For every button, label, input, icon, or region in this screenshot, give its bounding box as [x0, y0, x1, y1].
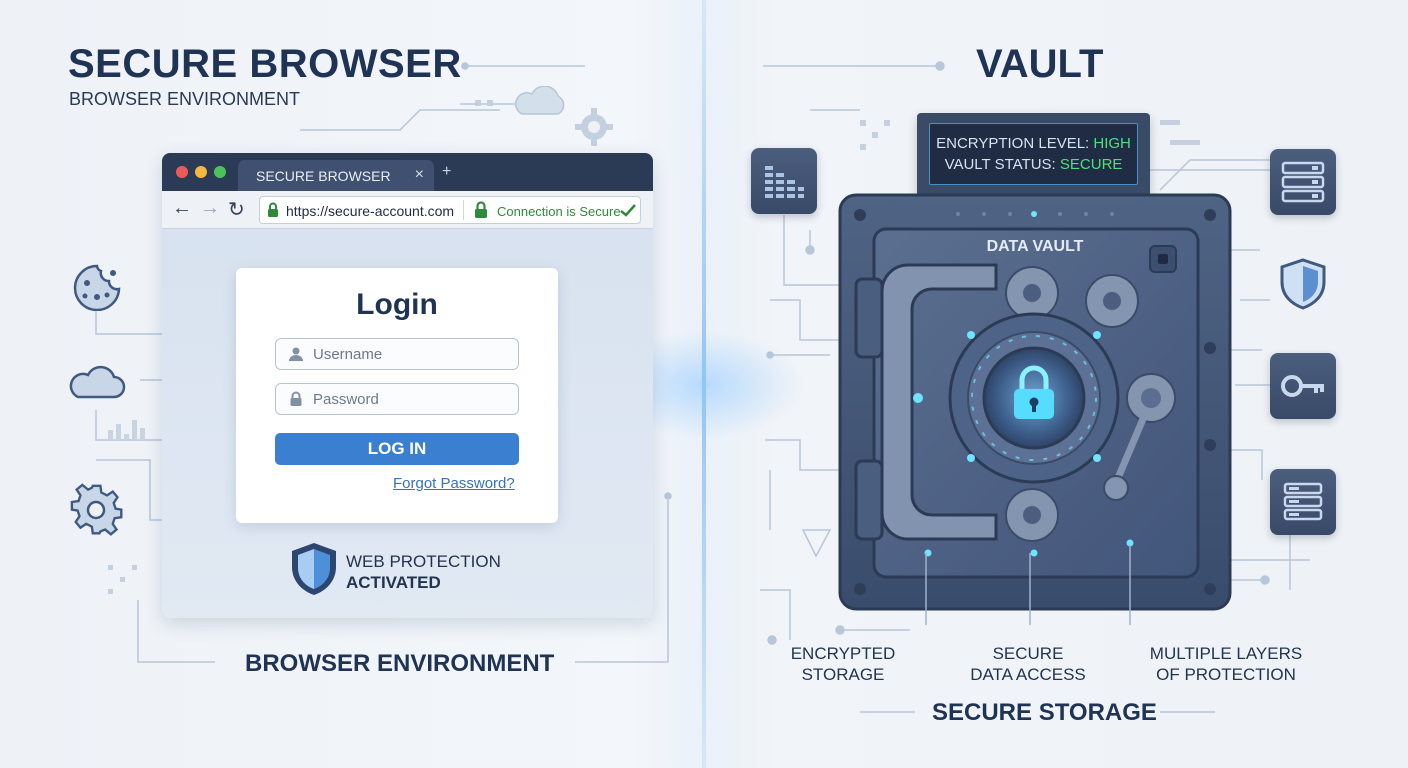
lock-icon: [290, 391, 302, 406]
secure-storage-caption: SECURE STORAGE: [932, 699, 1157, 726]
vault-status-panel: ENCRYPTION LEVEL: HIGH VAULT STATUS: SEC…: [917, 113, 1150, 197]
close-window-dot[interactable]: [176, 166, 188, 178]
browser-environment-caption: BROWSER ENVIRONMENT: [245, 650, 555, 677]
encryption-level-value: HIGH: [1093, 135, 1131, 152]
server-icon: [1281, 161, 1325, 203]
tab-close-icon[interactable]: ×: [414, 166, 424, 183]
chart-icon: [765, 166, 804, 198]
web-protection-status: WEB PROTECTION ACTIVATED: [346, 551, 501, 593]
feature-connectors: [925, 545, 1131, 625]
keypad-icon: [1149, 245, 1177, 273]
login-button[interactable]: LOG IN: [275, 433, 519, 465]
url-field[interactable]: https://secure-account.com Connection is…: [259, 196, 641, 224]
browser-environment-subtitle: BROWSER ENVIRONMENT: [69, 89, 301, 109]
gear-icon: [575, 108, 613, 146]
maximize-window-dot[interactable]: [214, 166, 226, 178]
database-icon-tile: [1270, 469, 1336, 535]
encryption-level-label: ENCRYPTION LEVEL:: [936, 135, 1090, 152]
forward-arrow-icon[interactable]: →: [200, 197, 220, 219]
key-icon: [1281, 375, 1324, 397]
database-icon: [1283, 482, 1323, 521]
connection-status: Connection is Secure: [497, 204, 621, 219]
forgot-password-link[interactable]: Forgot Password?: [393, 475, 515, 492]
checkmark-icon: [620, 204, 636, 217]
cloud-icon: [69, 365, 126, 399]
padlock-icon: [1014, 365, 1054, 419]
cookie-icon: [73, 264, 121, 311]
feature-encrypted-storage: ENCRYPTED STORAGE: [763, 643, 923, 685]
feature-secure-data-access: SECURE DATA ACCESS: [948, 643, 1108, 685]
secure-lock-icon: [475, 201, 487, 218]
feature-line1: MULTIPLE LAYERS: [1149, 644, 1303, 663]
feature-line1: ENCRYPTED: [790, 644, 896, 663]
lock-icon: [268, 202, 278, 217]
web-protection-line2: ACTIVATED: [346, 573, 441, 592]
new-tab-button[interactable]: +: [442, 163, 452, 180]
web-protection-line1: WEB PROTECTION: [346, 552, 501, 571]
reload-icon[interactable]: ↻: [228, 199, 245, 221]
minimize-window-dot[interactable]: [195, 166, 207, 178]
vault-status-value: SECURE: [1059, 156, 1123, 173]
cloud-icon: [515, 86, 565, 115]
key-icon-tile: [1270, 353, 1336, 419]
server-icon-tile: [1270, 149, 1336, 215]
feature-line2: DATA ACCESS: [970, 665, 1086, 684]
tab-title: SECURE BROWSER: [256, 168, 391, 184]
shield-icon: [1280, 258, 1326, 310]
browser-tab[interactable]: SECURE BROWSER ×: [238, 160, 434, 191]
feature-line2: STORAGE: [801, 665, 885, 684]
password-field[interactable]: Password: [275, 383, 519, 415]
secure-browser-title: SECURE BROWSER: [68, 42, 462, 86]
username-placeholder: Username: [313, 346, 383, 363]
feature-multiple-layers: MULTIPLE LAYERS OF PROTECTION: [1135, 643, 1317, 685]
user-icon: [289, 347, 303, 361]
username-field[interactable]: Username: [275, 338, 519, 370]
url-separator: [463, 200, 464, 220]
vault-status-label: VAULT STATUS:: [944, 156, 1056, 173]
shield-icon: [292, 543, 336, 595]
password-placeholder: Password: [313, 391, 379, 408]
gear-icon: [70, 483, 123, 536]
vault-status-line: VAULT STATUS: SECURE: [930, 154, 1137, 175]
data-vault-label: DATA VAULT: [986, 238, 1084, 255]
login-card: Login Username Password LOG IN Forgot Pa…: [236, 268, 558, 523]
chart-icon-tile: [751, 148, 817, 214]
feature-line1: SECURE: [992, 644, 1064, 663]
back-arrow-icon[interactable]: ←: [172, 197, 192, 219]
vault-status-screen: ENCRYPTION LEVEL: HIGH VAULT STATUS: SEC…: [929, 123, 1138, 185]
feature-line2: OF PROTECTION: [1156, 665, 1296, 684]
browser-tab-bar: SECURE BROWSER × +: [162, 153, 653, 191]
login-title: Login: [356, 288, 438, 321]
encryption-level-line: ENCRYPTION LEVEL: HIGH: [930, 133, 1137, 154]
url-text: https://secure-account.com: [286, 203, 455, 219]
vault-title: VAULT: [976, 42, 1104, 86]
address-bar: ← → ↻ https://secure-account.com Connect…: [162, 191, 653, 229]
